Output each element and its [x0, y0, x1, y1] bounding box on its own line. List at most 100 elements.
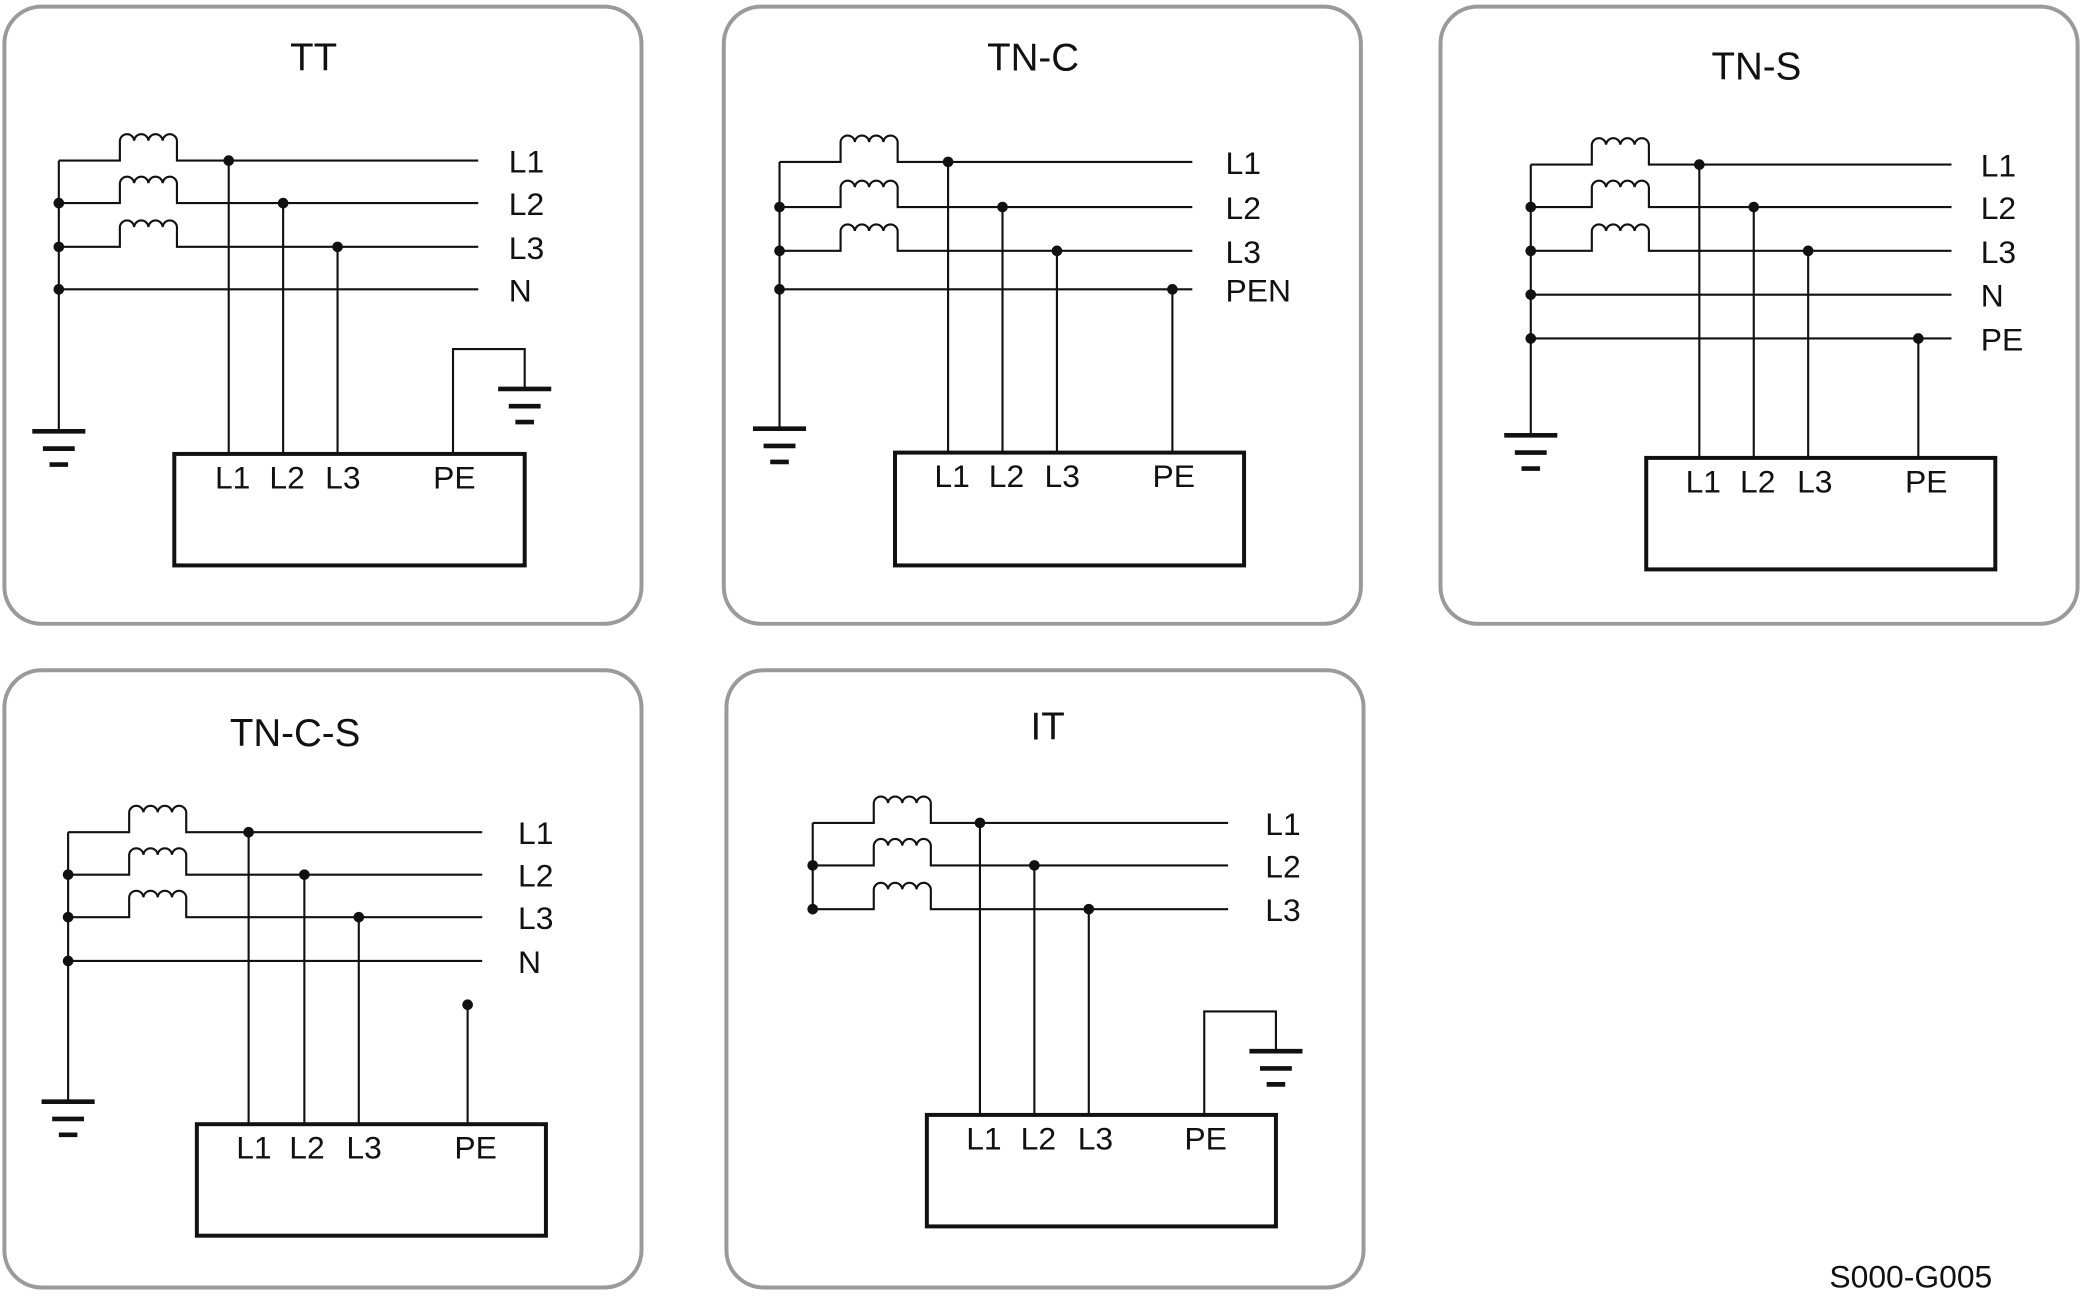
winding-conductor-l1 — [58, 133, 479, 162]
line-label: N — [509, 272, 532, 308]
junction-dot — [62, 955, 74, 967]
ground-icon — [752, 426, 807, 465]
terminal-label: L2 — [989, 458, 1024, 494]
junction-dot — [462, 999, 473, 1011]
terminal-label: PE — [433, 459, 475, 495]
junction-dot — [1748, 201, 1760, 213]
terminal-label: L1 — [934, 458, 969, 494]
winding-conductor-l1 — [779, 134, 1193, 163]
junction-dot — [62, 911, 74, 923]
junction-dot — [942, 156, 954, 168]
junction-dot — [277, 197, 289, 209]
junction-dot — [997, 201, 1008, 213]
line-label: L3 — [509, 230, 544, 266]
terminal-label: L1 — [966, 1120, 1001, 1156]
junction-dot — [807, 903, 819, 915]
terminal-label: L3 — [1045, 458, 1080, 494]
terminal-label: L2 — [1740, 463, 1775, 499]
terminal-label: L2 — [1021, 1120, 1056, 1156]
pe-local-earth-wire — [1203, 1010, 1277, 1115]
junction-dot — [53, 284, 65, 295]
junction-dot — [807, 860, 819, 871]
junction-dot — [1694, 159, 1705, 170]
junction-dot — [353, 911, 365, 923]
winding-conductor-l2 — [779, 179, 1193, 209]
line-label: L1 — [1225, 145, 1260, 181]
junction-dot — [1525, 245, 1537, 257]
winding-conductor-l3 — [779, 223, 1193, 252]
consumer-device — [893, 450, 1247, 568]
line-label: L2 — [1225, 190, 1260, 226]
terminal-label: L1 — [1686, 463, 1721, 499]
junction-dot — [53, 197, 65, 209]
junction-dot — [1525, 333, 1537, 344]
junction-dot — [223, 155, 235, 166]
panel-title: TN-C — [987, 36, 1079, 79]
line-label: PEN — [1225, 272, 1290, 308]
panel-title: TN-C-S — [230, 712, 360, 755]
terminal-label: PE — [454, 1130, 496, 1166]
terminal-label: PE — [1184, 1120, 1226, 1156]
line-label: L2 — [509, 186, 544, 222]
line-label: L3 — [1981, 234, 2016, 270]
winding-conductor-l2 — [1530, 179, 1952, 209]
line-label: L1 — [1265, 806, 1300, 842]
ground-icon — [32, 429, 86, 467]
consumer-device — [172, 451, 527, 568]
winding-conductor-l1 — [812, 795, 1229, 824]
line-label: L3 — [1225, 234, 1260, 270]
junction-dot — [1913, 333, 1924, 344]
line-label: L1 — [509, 144, 544, 180]
pe-local-earth-wire — [451, 348, 526, 454]
terminal-label: PE — [1152, 458, 1194, 494]
panel-title: TN-S — [1712, 46, 1802, 89]
terminal-label: L2 — [289, 1130, 324, 1166]
junction-dot — [299, 869, 310, 880]
consumer-device — [1644, 455, 1998, 572]
junction-dot — [1167, 284, 1178, 295]
line-label: L2 — [1265, 848, 1300, 884]
terminal-label: L3 — [1797, 463, 1832, 499]
line-label: L1 — [1981, 148, 2016, 184]
junction-dot — [774, 201, 785, 213]
line-label: L1 — [518, 815, 553, 851]
line-label: N — [1981, 278, 2004, 314]
line-label: L2 — [518, 858, 553, 894]
junction-dot — [62, 869, 74, 880]
consumer-device — [924, 1112, 1278, 1229]
winding-conductor-l3 — [58, 219, 479, 248]
ground-icon — [41, 1099, 95, 1138]
line-label: L3 — [1265, 892, 1300, 928]
line-label: PE — [1981, 321, 2023, 357]
winding-conductor-l2 — [58, 175, 479, 205]
junction-dot — [1083, 903, 1095, 915]
junction-dot — [53, 241, 65, 253]
junction-dot — [1029, 860, 1040, 871]
terminal-label: PE — [1905, 463, 1947, 499]
winding-conductor-l3 — [812, 881, 1229, 911]
terminal-label: L3 — [1078, 1120, 1113, 1156]
winding-conductor-l1 — [68, 804, 483, 834]
panel-title: IT — [1031, 705, 1065, 748]
ground-icon — [1504, 433, 1558, 471]
winding-conductor-l3 — [68, 889, 483, 919]
line-label: N — [518, 944, 541, 980]
winding-conductor-l1 — [1530, 137, 1952, 166]
line-label: L2 — [1981, 190, 2016, 226]
junction-dot — [774, 245, 785, 257]
junction-dot — [243, 826, 254, 838]
winding-conductor-l2 — [812, 837, 1229, 867]
terminal-label: L3 — [346, 1130, 381, 1166]
junction-dot — [1525, 289, 1537, 300]
junction-dot — [1051, 245, 1063, 257]
junction-dot — [332, 241, 343, 253]
winding-conductor-l2 — [68, 847, 483, 876]
junction-dot — [1802, 245, 1814, 257]
line-label: L3 — [518, 900, 553, 936]
terminal-label: L3 — [325, 459, 360, 495]
